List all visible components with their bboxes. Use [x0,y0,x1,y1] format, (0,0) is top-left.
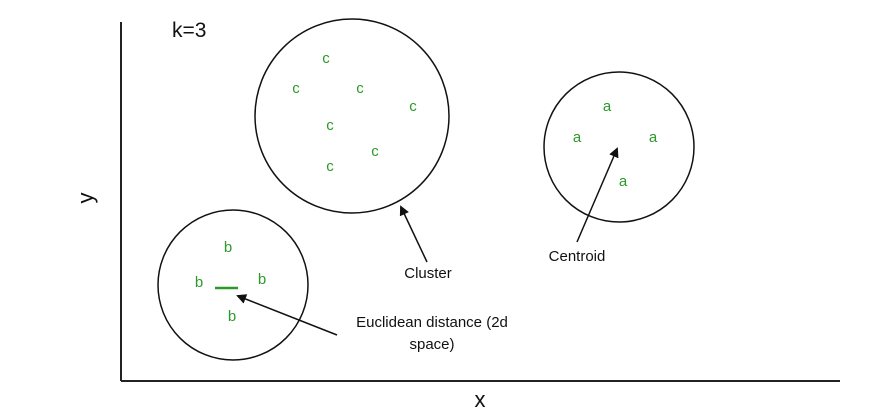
cluster-b-circle [157,209,309,361]
point-c: c [322,50,330,67]
centroid-arrow [576,147,619,243]
distance-label-line2: space) [409,336,454,353]
point-c: c [326,158,334,175]
point-a: a [603,98,612,115]
cluster-a-circle [543,71,695,223]
cluster-b: b b b b [157,209,309,361]
point-c: c [326,117,334,134]
point-c: c [356,80,364,97]
distance-label-line1: Euclidean distance (2d [356,314,508,331]
x-axis-label: x [475,387,486,412]
distance-arrow [236,294,338,336]
point-b: b [258,271,266,288]
cluster-label: Cluster [404,265,452,282]
point-c: c [292,80,300,97]
point-c: c [409,98,417,115]
point-b: b [195,274,203,291]
cluster-c-circle [254,18,450,214]
cluster-c: c c c c c c c [254,18,450,214]
centroid-label: Centroid [549,248,606,265]
cluster-arrow [399,205,428,263]
cluster-a: a a a a [543,71,695,223]
k-label: k=3 [172,19,206,42]
point-c: c [371,143,379,160]
point-a: a [649,129,658,146]
point-a: a [573,129,582,146]
point-b: b [228,308,236,325]
y-axis-label: y [73,193,98,204]
point-a: a [619,173,628,190]
point-b: b [224,239,232,256]
